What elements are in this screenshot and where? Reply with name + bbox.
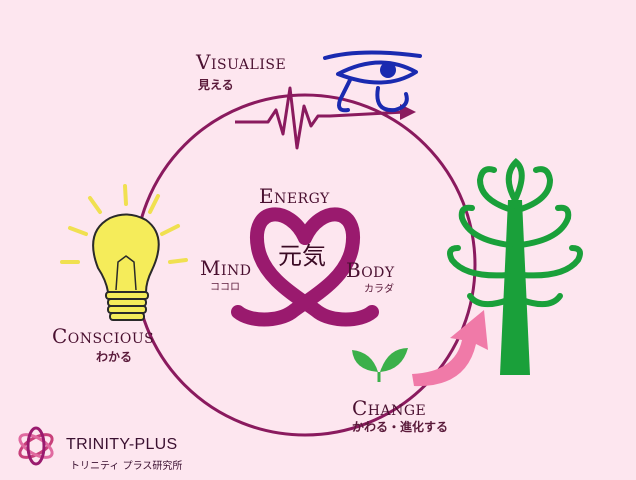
energy-label: Energy (259, 184, 330, 208)
heart-ribbon-icon (231, 207, 379, 327)
lightbulb-icon (60, 184, 188, 321)
logo-title: TRINITY-PLUS (66, 436, 178, 453)
tree-icon (447, 157, 583, 375)
body-label: Body (346, 258, 395, 282)
logo-subtitle: トリニティ プラス研究所 (70, 461, 183, 472)
visualise-jp-label: 見える (198, 78, 234, 92)
body-jp-label: カラダ (364, 284, 394, 295)
conscious-label: Conscious (52, 324, 155, 348)
sprout-icon (352, 348, 408, 382)
mind-jp-label: ココロ (210, 282, 240, 293)
visualise-label: Visualise (196, 50, 287, 74)
mind-label: Mind (200, 256, 252, 280)
change-label: Change (352, 396, 427, 420)
conscious-jp-label: わかる (96, 350, 133, 364)
trinity-logo-icon (18, 426, 54, 466)
energy-jp-label: 元気 (278, 242, 326, 270)
growth-arrow-icon (412, 310, 488, 387)
change-jp-label: かわる・進化する (352, 420, 449, 434)
eye-of-horus-icon (323, 50, 422, 113)
